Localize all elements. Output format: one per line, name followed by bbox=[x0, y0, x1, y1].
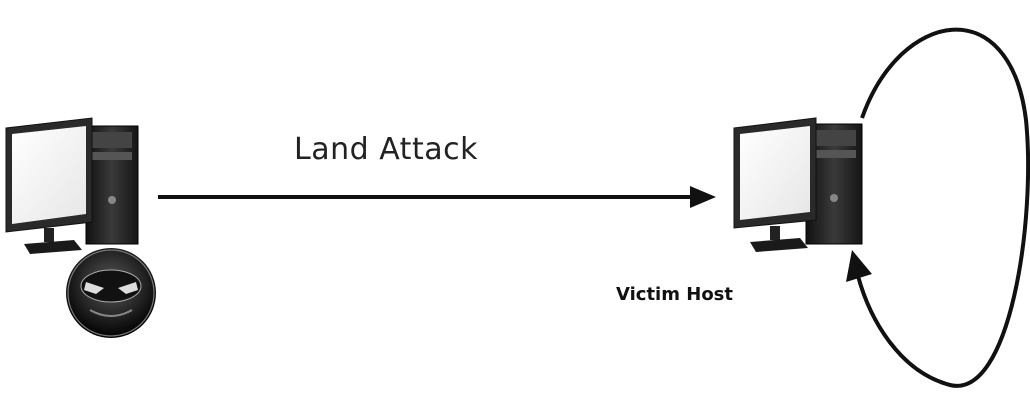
arrow-right-icon bbox=[158, 186, 716, 208]
loop-arrow-icon bbox=[846, 27, 1030, 388]
attack-label: Land Attack bbox=[294, 132, 478, 167]
victim-host-label: Victim Host bbox=[616, 284, 733, 305]
hacker-mask-icon bbox=[66, 248, 156, 338]
victim-computer-icon bbox=[733, 117, 863, 252]
attacker-computer-icon bbox=[5, 117, 139, 254]
